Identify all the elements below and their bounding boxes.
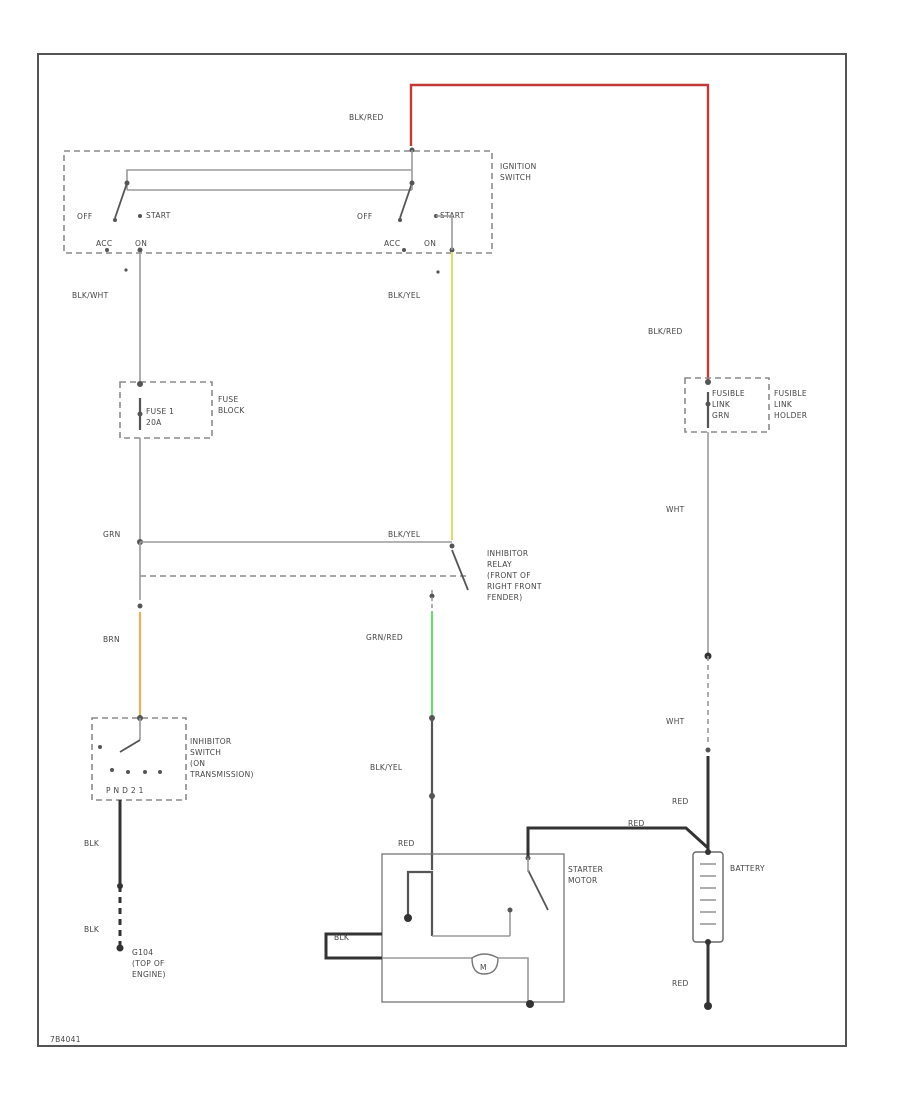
- inhibitor-positions: P N D 2 1: [106, 786, 144, 795]
- solenoid-main-contact: [527, 869, 549, 911]
- off-left-label: OFF: [77, 212, 92, 221]
- fuse-block-label: FUSE BLOCK: [218, 395, 245, 415]
- blk-yel-starter-connector: [429, 793, 435, 799]
- wht-label-2: WHT: [666, 717, 685, 726]
- solenoid-lower-contact: [507, 907, 513, 913]
- fusible-link-holder-label: FUSIBLE LINK HOLDER: [774, 389, 810, 420]
- motor-ground-lead: [498, 957, 529, 1004]
- inhibitor-switch-label: INHIBITOR SWITCH (ON TRANSMISSION): [189, 737, 254, 779]
- fuse-top-terminal: [137, 381, 143, 387]
- brn-label: BRN: [103, 635, 120, 644]
- battery-ground: [704, 1002, 712, 1010]
- starter-case-ground: [526, 1000, 534, 1008]
- acc-left-label: ACC: [96, 239, 112, 248]
- ignition-common-bus: [126, 169, 412, 190]
- red-label-2: RED: [628, 819, 645, 828]
- starter-motor-box: [381, 853, 565, 1003]
- inhibitor-contact-4: [158, 770, 162, 774]
- ground-point: [116, 944, 124, 952]
- blk-label-1: BLK: [84, 839, 100, 848]
- red-bottom-label: RED: [672, 979, 689, 988]
- blk-wht-label: BLK/WHT: [72, 291, 109, 300]
- ignition-left-off-contact: [113, 218, 117, 222]
- battery-negative-post: [705, 939, 711, 945]
- start-left-label: START: [146, 211, 171, 220]
- on-left-label: ON: [135, 239, 147, 248]
- grn-red-label: GRN/RED: [366, 633, 403, 642]
- ignition-switch-label: IGNITION SWITCH: [500, 162, 539, 182]
- relay-output-terminal: [429, 593, 435, 599]
- ignition-switch-box: [63, 150, 493, 254]
- motor-symbol: [471, 953, 499, 975]
- blk-red-feed-wire: [409, 83, 710, 380]
- ignition-left-switch-blade: [114, 182, 128, 219]
- ignition-left-start-contact: [138, 214, 142, 218]
- blk-yel-label-2: BLK/YEL: [388, 530, 421, 539]
- blk-yel-label-3: BLK/YEL: [370, 763, 403, 772]
- on-right-label: ON: [424, 239, 436, 248]
- blk-wht-connector-mark: [124, 268, 128, 272]
- fusible-link-label: FUSIBLE LINK GRN: [712, 389, 748, 420]
- blk-red-top-label: BLK/RED: [349, 113, 384, 122]
- solenoid-ground: [404, 914, 412, 922]
- solenoid-winding: [406, 870, 434, 936]
- fusible-link-top: [705, 379, 711, 385]
- battery-box: [692, 851, 724, 943]
- inhibitor-contact-1: [110, 768, 114, 772]
- inhibitor-switch-box: [91, 717, 187, 801]
- ignition-right-acc-contact: [402, 248, 406, 252]
- grn-red-connector: [429, 715, 435, 721]
- ignition-right-off-contact: [398, 218, 402, 222]
- grn-label: GRN: [103, 530, 121, 539]
- relay-contact-pivot: [449, 543, 455, 549]
- inhibitor-relay-label: INHIBITOR RELAY (FRONT OF RIGHT FRONT FE…: [487, 549, 544, 602]
- off-right-label: OFF: [357, 212, 372, 221]
- ignition-left-pivot: [124, 180, 130, 186]
- starter-external-cable: [324, 932, 382, 960]
- relay-coil-lower-terminal: [137, 603, 143, 609]
- blk-yel-connector-mark: [436, 270, 440, 274]
- ground-label: G104 (TOP OF ENGINE): [132, 948, 167, 979]
- ignition-left-on-contact: [137, 247, 143, 253]
- inhibitor-contact-p: [98, 745, 102, 749]
- fuse-num-label: FUSE 1 20A: [146, 407, 177, 427]
- ignition-right-switch-blade: [399, 182, 413, 219]
- inhibitor-contact-3: [143, 770, 147, 774]
- acc-right-label: ACC: [384, 239, 400, 248]
- battery-positive-post: [705, 849, 711, 855]
- ignition-right-pivot: [409, 180, 415, 186]
- red-label-1: RED: [398, 839, 415, 848]
- start-right-label: START: [440, 211, 465, 220]
- diagram-border: [37, 53, 847, 1047]
- blk-red-right-label: BLK/RED: [648, 327, 683, 336]
- battery-connector: [705, 747, 711, 753]
- blk-yel-label-1: BLK/YEL: [388, 291, 421, 300]
- diagram-id: 7B4041: [50, 1035, 81, 1044]
- battery-cells: [700, 863, 716, 925]
- battery-label: BATTERY: [730, 864, 765, 873]
- starter-motor-label: STARTER MOTOR: [568, 865, 606, 885]
- ignition-left-acc-contact: [105, 248, 109, 252]
- relay-contact-blade: [451, 549, 469, 591]
- wht-label-1: WHT: [666, 505, 685, 514]
- blk-small-label: BLK: [334, 933, 350, 942]
- red-label-battery: RED: [672, 797, 689, 806]
- battery-cable: [526, 826, 710, 856]
- fusible-link-holder-box: [684, 377, 770, 433]
- fuse-block-box: [119, 381, 213, 439]
- inhibitor-switch-blade: [119, 739, 141, 753]
- motor-symbol-label: M: [480, 963, 487, 972]
- blk-label-2: BLK: [84, 925, 100, 934]
- inhibitor-contact-2: [126, 770, 130, 774]
